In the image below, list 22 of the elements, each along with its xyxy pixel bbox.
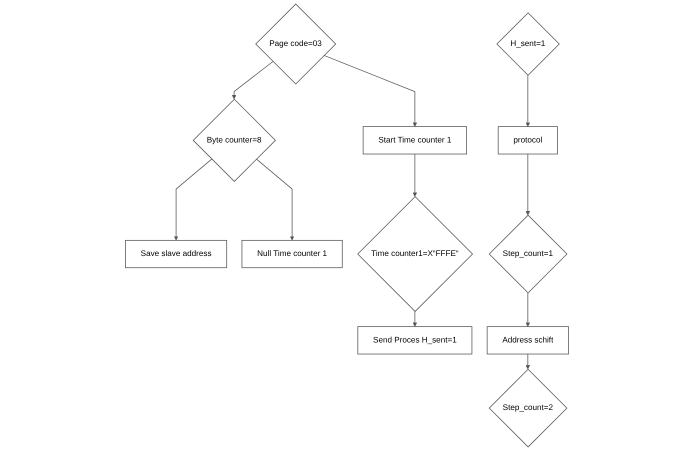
- node-diamond: Time counter1=X“FFFE“: [357, 196, 474, 312]
- arrow: [526, 354, 530, 370]
- node-box: Send Proces H_sent=1: [357, 326, 472, 354]
- node-box: Null Time counter 1: [242, 240, 343, 268]
- node-diamond: Step_count=2: [488, 368, 568, 448]
- arrow: [526, 292, 530, 327]
- arrow: [526, 74, 530, 127]
- node-box: Address schift: [486, 326, 569, 354]
- node-box: protocol: [498, 126, 558, 154]
- arrow: [324, 55, 418, 127]
- arrow: [174, 158, 212, 241]
- node-box: Start Time counter 1: [362, 126, 467, 154]
- arrow: [412, 154, 418, 197]
- node-diamond: H_sent=1: [496, 12, 560, 76]
- node-diamond: Page code=03: [255, 4, 336, 85]
- arrow: [232, 61, 274, 100]
- arrow: [526, 154, 530, 216]
- arrow: [256, 158, 294, 241]
- node-box: Save slave address: [125, 240, 228, 268]
- node-diamond: Step_count=1: [488, 214, 568, 294]
- node-diamond: Byte counter=8: [192, 98, 276, 182]
- arrow: [412, 311, 418, 327]
